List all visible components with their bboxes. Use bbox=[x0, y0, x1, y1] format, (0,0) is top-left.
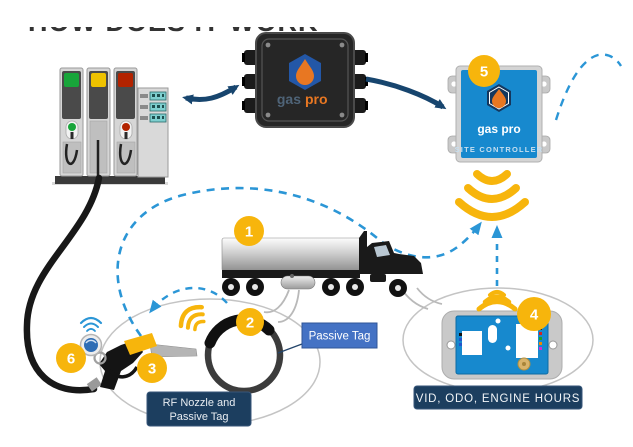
badge-site-controller: 5 bbox=[468, 55, 500, 87]
passive-tag-label: Passive Tag bbox=[309, 331, 371, 343]
vid-board-hole-right bbox=[548, 340, 558, 350]
rf-nozzle-label-line2: Passive Tag bbox=[169, 411, 228, 423]
controller-hexagon-outline bbox=[489, 86, 509, 110]
nozzle-to-controller-dashed-arrow bbox=[116, 186, 482, 337]
rf-nozzle-label-line1: RF Nozzle and bbox=[163, 397, 236, 409]
fob-keyring bbox=[93, 351, 107, 365]
fob-wifi-icon bbox=[79, 316, 103, 332]
clipped-heading-text: HOW DOES IT WORK bbox=[28, 27, 318, 34]
comm-box-brand-gas: gas bbox=[277, 91, 301, 107]
truck-fuel-tank bbox=[280, 275, 316, 290]
step-badges: 1 2 3 4 5 6 bbox=[56, 55, 551, 383]
pump-column-red bbox=[113, 67, 138, 177]
badge-rf-nozzle: 3 bbox=[137, 353, 167, 383]
comm-box-brand-pro: pro bbox=[305, 91, 328, 107]
vid-label-box bbox=[413, 385, 583, 410]
controller-label: SITE CONTROLLER bbox=[455, 145, 544, 154]
price-displays bbox=[140, 91, 167, 123]
pump-light-yellow bbox=[91, 73, 106, 87]
controller-uplink-dashed-curve bbox=[554, 53, 623, 121]
rf-nozzle-label-box bbox=[146, 391, 252, 427]
vid-board-components bbox=[459, 318, 542, 371]
controller-brand: gas pro bbox=[477, 122, 520, 136]
pump-light-green bbox=[64, 73, 79, 87]
truck-cab bbox=[367, 241, 423, 274]
commbox-controller-arrow bbox=[365, 76, 447, 110]
badge-tag-ring: 2 bbox=[236, 308, 264, 336]
fuel-hose bbox=[23, 174, 103, 394]
nozzle-rf-band bbox=[124, 333, 157, 355]
key-fob bbox=[79, 316, 107, 365]
truck-cab-window bbox=[374, 245, 390, 257]
vid-board-hole-left bbox=[446, 340, 456, 350]
clipped-heading: HOW DOES IT WORK bbox=[28, 27, 373, 34]
truck-wheels bbox=[222, 278, 407, 297]
vid-wifi-icon bbox=[476, 290, 518, 312]
truck-underbody bbox=[222, 270, 360, 278]
rf-dashed-paths bbox=[116, 53, 623, 337]
badge-truck: 1 bbox=[234, 216, 264, 246]
badge-vid-board-number: 4 bbox=[530, 307, 539, 324]
gaspro-comm-box: gas pro bbox=[242, 32, 368, 128]
fuel-tank-cap bbox=[290, 274, 294, 278]
comm-box-screws bbox=[265, 42, 345, 118]
controller-droplet-icon bbox=[492, 89, 506, 108]
rf-nozzle-callout: RF Nozzle and Passive Tag bbox=[146, 391, 252, 427]
pump-light-red bbox=[118, 73, 133, 87]
fuel-dispenser bbox=[52, 67, 169, 185]
nozzle-trigger-guard bbox=[108, 366, 139, 379]
rf-nozzle bbox=[86, 333, 198, 392]
ring-to-nozzle-dashed-arrow bbox=[149, 286, 228, 314]
dispenser-commbox-arrow bbox=[182, 84, 240, 105]
nozzle-coupling bbox=[86, 377, 102, 392]
site-controller: gas pro SITE CONTROLLER bbox=[447, 65, 551, 163]
dispenser-base bbox=[55, 176, 165, 184]
comm-box-droplet-icon bbox=[296, 59, 314, 85]
passive-tag-leader-line bbox=[277, 343, 303, 354]
fob-face-swirl bbox=[85, 339, 97, 344]
nozzle-rf-waves-icon bbox=[178, 304, 206, 332]
nozzle-spout bbox=[149, 343, 198, 358]
badge-key-fob-number: 6 bbox=[67, 351, 75, 368]
pump-column-green bbox=[59, 67, 84, 177]
vid-label: VID, ODO, ENGINE HOURS bbox=[416, 393, 581, 405]
truck-cab-step bbox=[370, 274, 386, 282]
pump-column-yellow bbox=[86, 67, 111, 178]
dispenser-display-cabinet bbox=[137, 87, 169, 178]
passive-tag-callout: Passive Tag bbox=[277, 322, 378, 354]
controller-mount-holes bbox=[451, 81, 547, 147]
badge-rf-nozzle-number: 3 bbox=[148, 361, 156, 378]
badge-site-controller-number: 5 bbox=[480, 64, 488, 81]
passive-tag-label-box bbox=[301, 322, 378, 349]
vid-callout: VID, ODO, ENGINE HOURS bbox=[413, 385, 583, 410]
badge-vid-board: 4 bbox=[517, 297, 551, 331]
badge-truck-number: 1 bbox=[245, 224, 253, 241]
truck bbox=[221, 231, 423, 297]
badge-key-fob: 6 bbox=[56, 343, 86, 373]
truck-exhaust-stack bbox=[359, 231, 367, 274]
controller-wifi-icon bbox=[455, 170, 529, 221]
badge-tag-ring-number: 2 bbox=[246, 315, 254, 332]
